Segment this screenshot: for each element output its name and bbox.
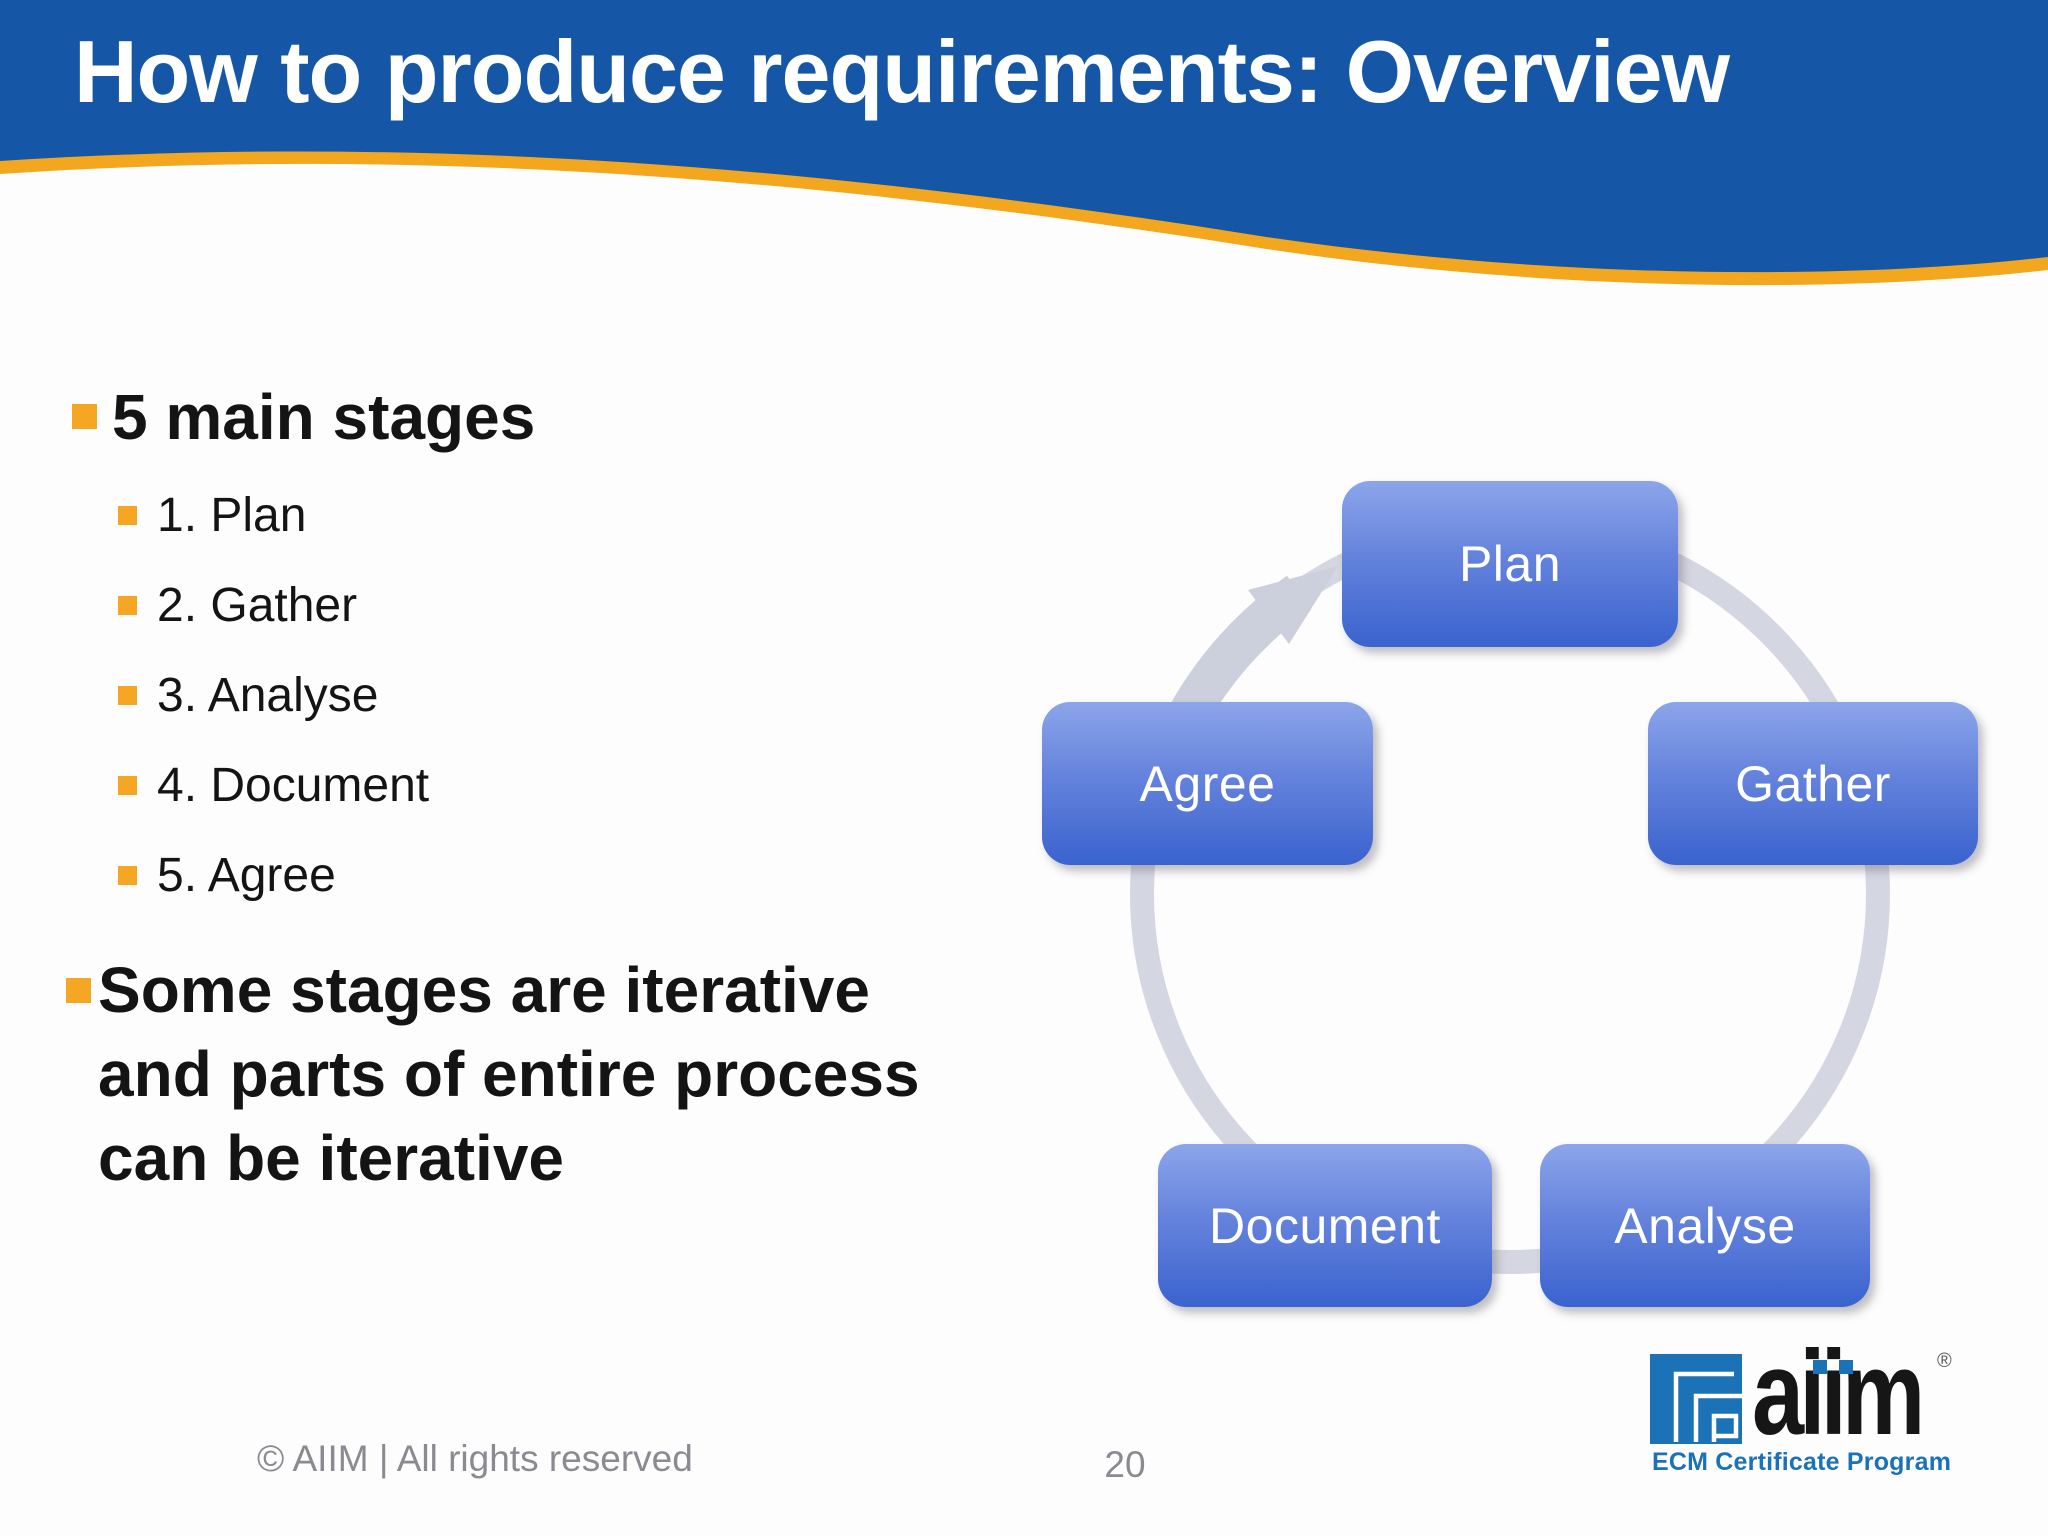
diagram-node-agree: Agree bbox=[1042, 702, 1373, 865]
header-wave bbox=[0, 0, 2048, 286]
diagram-node-label: Agree bbox=[1139, 755, 1276, 812]
diagram-node-document: Document bbox=[1158, 1144, 1492, 1307]
cycle-arrow-icon bbox=[1248, 566, 1338, 644]
list-item: 3. Analyse bbox=[118, 650, 429, 740]
stage-item-label: 1. Plan bbox=[157, 488, 307, 542]
list-item: 4. Document bbox=[118, 740, 429, 830]
registered-mark: ® bbox=[1937, 1350, 1952, 1372]
list-item: 2. Gather bbox=[118, 560, 429, 650]
diagram-node-label: Document bbox=[1209, 1197, 1441, 1254]
diagram-node-plan: Plan bbox=[1342, 481, 1678, 647]
diagram-node-analyse: Analyse bbox=[1540, 1144, 1870, 1307]
aiim-tagline: ECM Certificate Program bbox=[1652, 1448, 1952, 1476]
bullet-square-icon bbox=[118, 595, 137, 615]
stages-heading: 5 main stages bbox=[112, 381, 536, 453]
list-item: 1. Plan bbox=[118, 470, 429, 560]
header-wave-blue bbox=[0, 0, 2048, 273]
stage-item-label: 4. Document bbox=[157, 758, 430, 812]
aiim-idot-icon bbox=[1839, 1360, 1853, 1374]
bullet-square-icon bbox=[118, 505, 137, 525]
diagram-node-label: Plan bbox=[1458, 536, 1562, 592]
diagram-node-gather: Gather bbox=[1648, 702, 1978, 865]
bullet-square-icon bbox=[72, 404, 97, 429]
aiim-wordmark: aiim bbox=[1752, 1326, 1925, 1460]
page-title: How to produce requirements: Overview bbox=[74, 22, 1730, 121]
stage-item-label: 3. Analyse bbox=[157, 668, 379, 722]
bullet-square-icon bbox=[118, 775, 137, 795]
aiim-logo: aiim ® ECM Certificate Program bbox=[1650, 1333, 1960, 1485]
page-number: 20 bbox=[1104, 1444, 1146, 1485]
copyright-text: © AIIM | All rights reserved bbox=[257, 1438, 693, 1479]
aiim-idot-icon bbox=[1813, 1360, 1827, 1374]
stage-list: 1. Plan 2. Gather 3. Analyse 4. Document… bbox=[118, 470, 429, 920]
aiim-logo-icon bbox=[1650, 1354, 1742, 1444]
stage-item-label: 5. Agree bbox=[157, 848, 336, 902]
list-item: 5. Agree bbox=[118, 830, 429, 920]
diagram-node-label: Analyse bbox=[1614, 1197, 1796, 1254]
bullet-square-icon bbox=[118, 865, 137, 885]
iterative-note: Some stages are iterative and parts of e… bbox=[98, 954, 920, 1194]
diagram-node-label: Gather bbox=[1735, 755, 1891, 812]
stage-item-label: 2. Gather bbox=[157, 578, 358, 632]
bullet-square-icon bbox=[66, 978, 91, 1003]
bullet-square-icon bbox=[118, 685, 137, 705]
